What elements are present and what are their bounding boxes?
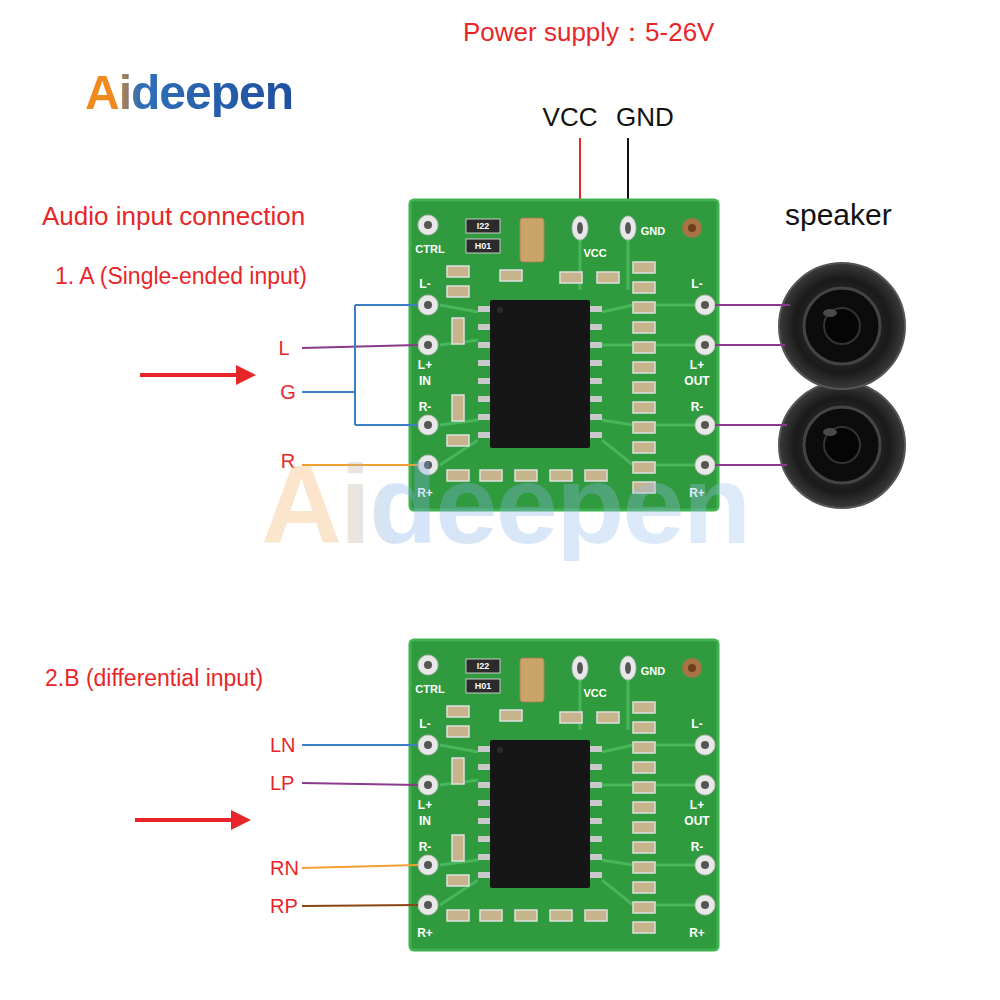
input-arrow [140, 373, 252, 377]
right-positive-wire [302, 905, 418, 906]
pcb [410, 200, 718, 510]
amplifier-board [410, 640, 718, 950]
brand-logo: Aideepen [85, 69, 293, 117]
ground-input-wire [302, 305, 418, 425]
left-negative-wire [302, 744, 418, 746]
signal-name: LN [270, 735, 296, 755]
section-heading: 1. A (Single-ended input) [55, 265, 307, 288]
pin-name: L+ [418, 799, 432, 811]
speaker-symbol [779, 382, 905, 508]
section-heading: 2.B (differential input) [45, 667, 263, 690]
pin-name: L- [691, 718, 702, 730]
left-positive-wire [302, 783, 418, 785]
supply-note: Power supply：5-26V [463, 19, 714, 45]
left-input-wire [302, 345, 418, 348]
signal-name: RN [270, 858, 299, 878]
right-negative-wire [302, 865, 418, 868]
speaker-symbol [779, 263, 905, 389]
pin-name: L- [419, 718, 430, 730]
pin-name: GND [641, 666, 665, 677]
pcb-traces [440, 240, 695, 465]
pin-name: R- [691, 401, 704, 413]
signal-name: LP [270, 773, 294, 793]
smd-components [447, 262, 655, 493]
part-marking: H01 [475, 682, 492, 691]
part-marking: H01 [475, 242, 492, 251]
pin-name: L+ [690, 799, 704, 811]
signal-name: L [278, 338, 289, 358]
speaker-label: speaker [785, 200, 892, 230]
pin-name: OUT [684, 375, 709, 387]
pin-name: VCC [583, 248, 606, 259]
pin-name: IN [419, 815, 431, 827]
solder-pads [418, 215, 715, 475]
pin-name: L- [691, 278, 702, 290]
pin-name: R- [419, 401, 432, 413]
resistor [466, 239, 500, 253]
pin-name: GND [616, 104, 674, 130]
pin-name: R+ [689, 927, 705, 939]
pin-name: VCC [583, 688, 606, 699]
pin-name: L+ [690, 359, 704, 371]
pin-name: CTRL [415, 244, 444, 255]
pin-name: R- [691, 841, 704, 853]
signal-name: R [281, 451, 295, 471]
pin-name: CTRL [415, 684, 444, 695]
part-marking: I22 [477, 662, 490, 671]
right-input-wire [302, 464, 418, 466]
resistor [466, 219, 500, 233]
part-marking: I22 [477, 222, 490, 231]
watermark: Aideepen [261, 449, 749, 561]
pin-name: R+ [417, 487, 433, 499]
capacitor [520, 218, 544, 262]
pin-name: GND [641, 226, 665, 237]
pin-name: R+ [689, 487, 705, 499]
pin-name: IN [419, 375, 431, 387]
amplifier-board [410, 200, 718, 510]
signal-name: RP [270, 896, 298, 916]
pin-name: R+ [417, 927, 433, 939]
pin-name: OUT [684, 815, 709, 827]
speaker-wire [715, 305, 790, 465]
input-arrow [135, 818, 247, 822]
section-heading: Audio input connection [42, 203, 305, 229]
pin-name: L- [419, 278, 430, 290]
pin-name: VCC [543, 104, 598, 130]
signal-name: G [280, 382, 296, 402]
pin-name: L+ [418, 359, 432, 371]
pin-name: R- [419, 841, 432, 853]
amplifier-chip [478, 300, 602, 448]
